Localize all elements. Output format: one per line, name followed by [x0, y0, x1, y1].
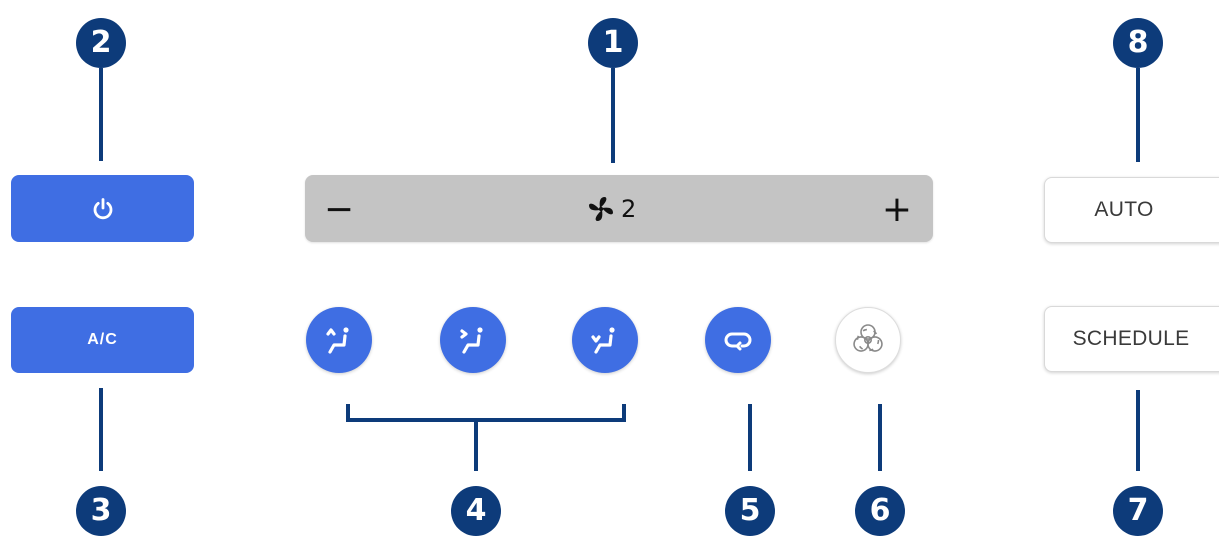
feet-vent-icon [585, 320, 625, 360]
leader-line-3 [99, 388, 103, 471]
callout-6: 6 [855, 486, 905, 536]
ac-button[interactable]: A/C [11, 307, 194, 373]
airflow-face-button[interactable] [306, 307, 372, 373]
face-vent-icon [319, 320, 359, 360]
leader-line-8 [1136, 68, 1140, 162]
fan-increase-button[interactable]: + [881, 188, 913, 230]
bioweapon-defense-button[interactable] [835, 307, 901, 373]
fan-speed-control: − 2 + [305, 175, 933, 242]
bracket-4-right [622, 404, 626, 422]
ac-label: A/C [87, 331, 118, 348]
callout-5: 5 [725, 486, 775, 536]
fan-decrease-button[interactable]: − [323, 188, 355, 230]
fan-speed-display: 2 [587, 192, 636, 226]
callout-4: 4 [451, 486, 501, 536]
leader-line-7 [1136, 390, 1140, 471]
leader-line-5 [748, 404, 752, 471]
bracket-4-horizontal [346, 418, 626, 422]
auto-button[interactable]: AUTO [1044, 177, 1219, 243]
face-and-feet-vent-icon [453, 320, 493, 360]
fan-icon [587, 195, 615, 223]
bracket-4-left [346, 404, 350, 422]
power-icon [91, 197, 115, 221]
leader-line-2 [99, 68, 103, 161]
airflow-face-feet-button[interactable] [440, 307, 506, 373]
callout-3: 3 [76, 486, 126, 536]
leader-line-6 [878, 404, 882, 471]
leader-line-4 [474, 420, 478, 471]
callout-1: 1 [588, 18, 638, 68]
power-button[interactable] [11, 175, 194, 242]
auto-label: AUTO [1094, 198, 1154, 221]
schedule-label: SCHEDULE [1072, 327, 1190, 350]
callout-2: 2 [76, 18, 126, 68]
recirculate-icon [720, 322, 756, 358]
recirculate-button[interactable] [705, 307, 771, 373]
fan-speed-value: 2 [621, 195, 637, 223]
callout-7: 7 [1113, 486, 1163, 536]
leader-line-1 [611, 68, 615, 163]
airflow-feet-button[interactable] [572, 307, 638, 373]
biohazard-icon [848, 320, 888, 360]
callout-8: 8 [1113, 18, 1163, 68]
schedule-button[interactable]: SCHEDULE [1044, 306, 1219, 372]
